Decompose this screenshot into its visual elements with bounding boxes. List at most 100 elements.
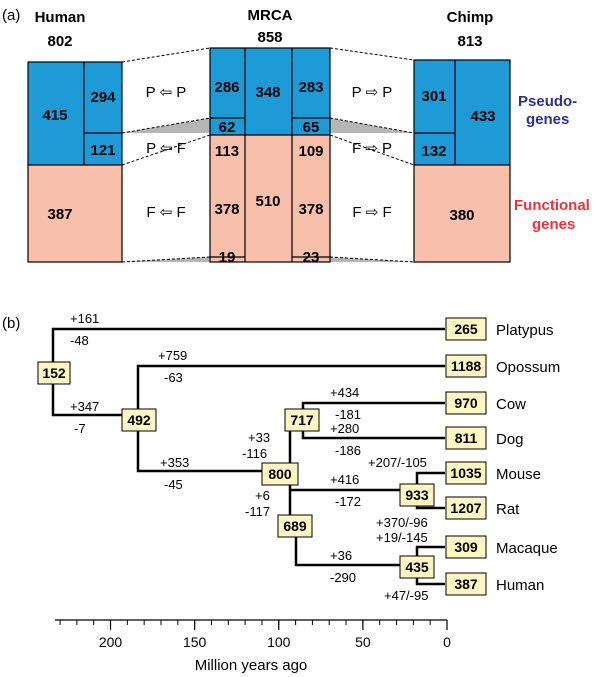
leaf-box-mouse	[445, 461, 487, 485]
species-mouse: Mouse	[496, 466, 541, 483]
node-box-435	[399, 555, 435, 579]
branch-human-change: +47/-95	[384, 588, 428, 603]
leaf-box-cow	[445, 391, 487, 415]
mrca-right-mid-value: 65	[303, 119, 320, 136]
node-717-count: 717	[290, 412, 314, 428]
species-cow: Cow	[496, 396, 526, 413]
mrca-center-pseudo-value: 348	[255, 84, 280, 101]
node-box-800	[261, 462, 299, 486]
legend-functional-line2: genes	[532, 216, 575, 233]
internal-node-boxes: 152 492 717 800 689 933 435	[37, 361, 435, 579]
human-pp-value: 294	[90, 89, 116, 106]
chimp-p1-value: 301	[421, 88, 446, 105]
human-pf-value: 121	[90, 142, 115, 159]
human-pseudo-value: 415	[42, 107, 67, 124]
mrca-functional-block	[209, 134, 331, 263]
chimp-title: Chimp	[447, 9, 494, 26]
axis-tick-label: 0	[443, 634, 451, 650]
branch-800-loss: -45	[164, 477, 183, 492]
node-box-933	[399, 483, 435, 507]
leaf-nodes: 265 Platypus 1188 Opossum 970 Cow 811 Do…	[445, 317, 560, 596]
leaf-box-human	[445, 572, 487, 596]
human-column: 415 294 121 387	[27, 61, 123, 263]
leaf-box-platypus	[445, 317, 487, 341]
branch-rat-change: +370/-96	[376, 515, 428, 530]
mrca-left-f3-value: 19	[219, 249, 236, 266]
mrca-right-f1-value: 109	[298, 143, 323, 160]
chimp-functional-block	[413, 164, 511, 263]
arrow-left-pf: P ⇦ F	[146, 140, 186, 157]
axis-tick-label: 50	[355, 634, 371, 650]
arrow-right-ff: F ⇨ F	[352, 204, 391, 221]
leaf-box-rat	[445, 496, 487, 520]
axis-label: Million years ago	[195, 657, 308, 674]
branch-717-gain: +33	[248, 430, 270, 445]
node-800-count: 800	[268, 466, 292, 482]
node-435-count: 435	[405, 559, 429, 575]
mrca-title: MRCA	[248, 7, 293, 24]
mrca-center-functional-value: 510	[255, 193, 280, 210]
chimp-p2-value: 433	[470, 108, 495, 125]
leaf-cow-count: 970	[454, 395, 478, 411]
node-689-count: 689	[283, 518, 307, 534]
mrca-left-top-value: 286	[214, 79, 239, 96]
node-box-492	[121, 408, 157, 432]
leaf-box-macaque	[445, 535, 487, 559]
node-152-count: 152	[42, 365, 66, 381]
node-box-689	[277, 514, 313, 538]
mrca-left-f1-value: 113	[215, 143, 239, 160]
mrca-total: 858	[257, 29, 282, 46]
branch-platypus-gain: +161	[70, 311, 99, 326]
branch-dog-gain: +280	[330, 421, 359, 436]
species-opossum: Opossum	[496, 359, 560, 376]
chimp-p3-value: 132	[421, 143, 446, 160]
human-title: Human	[35, 9, 86, 26]
mrca-right-f3-value: 23	[303, 249, 320, 266]
leaf-box-dog	[445, 426, 487, 450]
branch-dog-loss: -186	[335, 443, 361, 458]
leaf-box-opossum	[445, 354, 487, 378]
leaf-platypus-count: 265	[454, 321, 478, 337]
branch-435-gain: +36	[330, 548, 352, 563]
branch-annotations: +161 -48 +347 -7 +759 -63 +353 -45 +33 -…	[70, 311, 428, 603]
branch-717-loss: -116	[242, 446, 267, 461]
leaf-rat-count: 1207	[450, 500, 481, 516]
species-rat: Rat	[496, 501, 520, 518]
branch-689-gain: +6	[255, 488, 270, 503]
branch-cow-gain: +434	[330, 385, 359, 400]
panel-b-label: (b)	[2, 315, 20, 332]
branch-macaque-change: +19/-145	[376, 530, 428, 545]
mrca-left-mid-value: 62	[219, 119, 236, 136]
mrca-left-f2-value: 378	[214, 201, 239, 218]
node-box-717	[284, 408, 320, 432]
branch-492-gain: +347	[70, 399, 99, 414]
legend-pseudo-line2: genes	[526, 111, 569, 128]
human-functional-value: 387	[47, 206, 72, 223]
branch-mouse-change: +207/-105	[368, 455, 427, 470]
chimp-functional-value: 380	[449, 207, 474, 224]
branch-933-gain: +416	[330, 472, 359, 487]
branch-689-loss: -117	[245, 504, 270, 519]
legend-pseudo-line1: Pseudo-	[518, 93, 577, 110]
branch-800-gain: +353	[160, 455, 189, 470]
axis-tick-label: 100	[267, 634, 291, 650]
mrca-column: 286 62 113 378 19 348 510 283 65 109 378…	[209, 47, 331, 266]
leaf-human-count: 387	[454, 576, 478, 592]
arrow-right-pp: P ⇨ P	[352, 84, 393, 101]
panel-a-label: (a)	[2, 7, 20, 24]
human-functional-block	[27, 164, 123, 263]
species-macaque: Macaque	[496, 540, 558, 557]
legend-functional-line1: Functional	[514, 197, 590, 214]
human-total: 802	[47, 33, 72, 50]
branch-cow-loss: -181	[335, 407, 361, 422]
species-dog: Dog	[496, 431, 524, 448]
chimp-column: 301 433 132 380	[413, 59, 511, 263]
arrow-left-ff: F ⇦ F	[146, 204, 185, 221]
arrow-left-pp: P ⇦ P	[146, 84, 187, 101]
branch-933-loss: -172	[335, 494, 361, 509]
axis-tick-label: 150	[183, 634, 207, 650]
panel-a: (a) Human 802 MRCA 858 Chimp 813	[2, 7, 590, 266]
species-human: Human	[496, 577, 544, 594]
